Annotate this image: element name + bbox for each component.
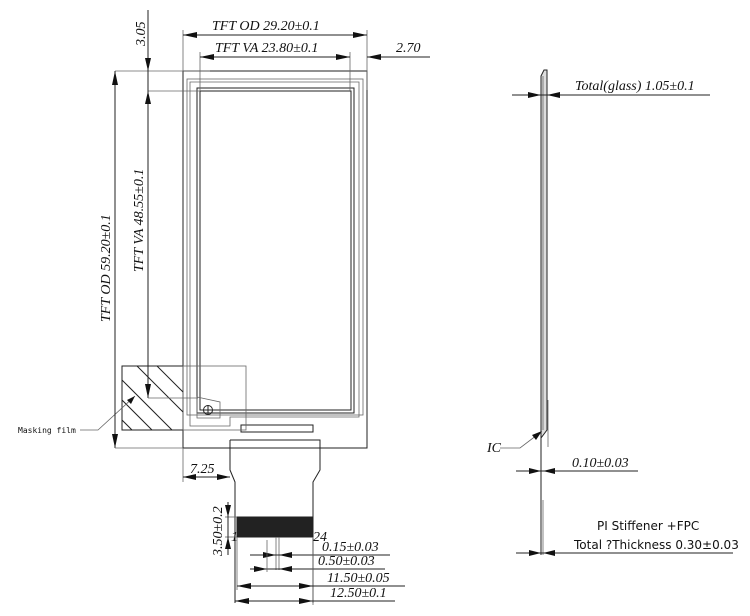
tft-va-width-dim: TFT VA 23.80±0.1 [215,41,318,56]
front-view: Masking film 1 24 TFT OD 29.20±0.1 TFT V… [18,10,430,605]
ic-label: IC [486,441,502,456]
stiffener-label: PI Stiffener +FPC [597,519,699,533]
driver-ic [240,424,314,433]
panel-step [189,81,360,427]
right-margin-dim: 2.70 [396,41,421,56]
contact-length-dim: 3.50±0.2 [211,506,226,557]
glass-side [540,69,548,440]
pin-width-dim: 0.15±0.03 [322,540,379,555]
masking-film-hatch [121,365,184,431]
active-area [199,90,352,411]
glass-thickness-dim: Total(glass) 1.05±0.1 [575,79,695,94]
active-area-outer [196,87,355,414]
masking-film-label: Masking film [18,426,76,435]
fpc-contacts [236,516,314,538]
frame-outline [186,78,364,416]
fpc-width-dim: 12.50±0.1 [330,586,387,601]
pin-pitch-dim: 0.50±0.03 [318,554,375,569]
fpc-offset-dim: 7.25 [190,462,215,477]
contact-span-dim: 11.50±0.05 [327,571,390,586]
side-view: Total(glass) 1.05±0.1 IC 0.10±0.03 PI St… [486,69,739,556]
alignment-mark-icon [203,405,213,415]
fpc-thickness-dim: 0.10±0.03 [572,456,629,471]
tft-od-height-dim: TFT OD 59.20±0.1 [99,214,114,322]
top-margin-dim: 3.05 [134,22,149,48]
pin-1-label: 1 [231,530,238,545]
stiffener-thickness-dim: Total ?Thickness 0.30±0.03 [573,538,739,552]
tft-od-width-dim: TFT OD 29.20±0.1 [212,19,320,34]
tft-va-height-dim: TFT VA 48.55±0.1 [132,169,147,272]
tft-outline [182,70,368,449]
pin-24-label: 24 [313,530,327,545]
